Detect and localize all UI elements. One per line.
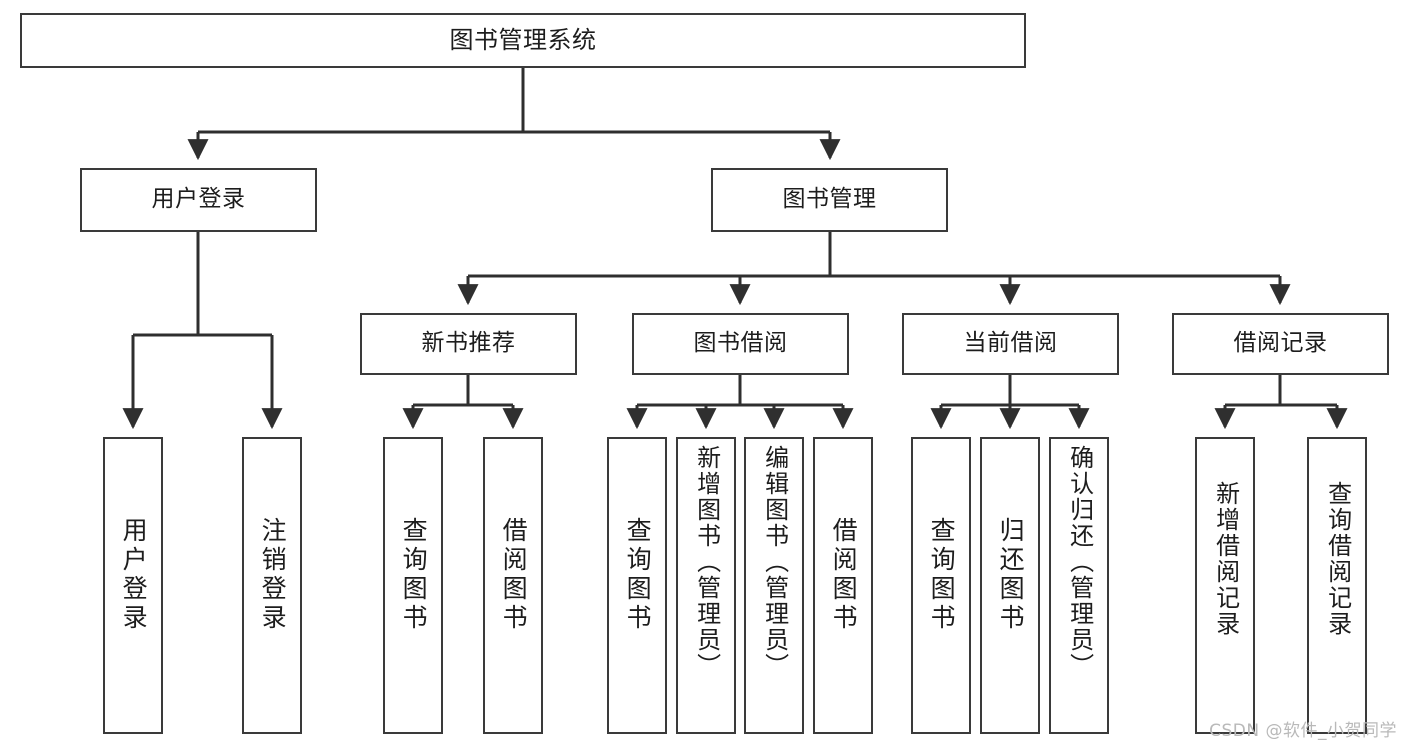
node-leaf-query-record[interactable]: 查询借阅记录 (1307, 437, 1367, 734)
node-leaf-add-book-admin[interactable]: 新增图书（管理员） (676, 437, 736, 734)
node-leaf-add-record[interactable]: 新增借阅记录 (1195, 437, 1255, 734)
node-borrow-record[interactable]: 借阅记录 (1172, 313, 1389, 375)
node-leaf-edit-book-admin[interactable]: 编辑图书（管理员） (744, 437, 804, 734)
node-leaf-confirm-return-admin[interactable]: 确认归还（管理员） (1049, 437, 1109, 734)
node-leaf-query-book-c[interactable]: 查询图书 (911, 437, 971, 734)
node-leaf-query-book-a[interactable]: 查询图书 (383, 437, 443, 734)
node-leaf-user-login-label: 用户登录 (119, 517, 149, 633)
node-book-manage-label: 图书管理 (782, 186, 877, 213)
node-leaf-query-book-b[interactable]: 查询图书 (607, 437, 667, 734)
node-leaf-logout[interactable]: 注销登录 (242, 437, 302, 734)
node-new-book-rec[interactable]: 新书推荐 (360, 313, 577, 375)
node-leaf-return-book[interactable]: 归还图书 (980, 437, 1040, 734)
watermark: CSDN @软件_小贺同学 (1209, 721, 1397, 741)
node-leaf-edit-book-admin-label: 编辑图书（管理员） (760, 445, 789, 679)
node-leaf-logout-label: 注销登录 (258, 517, 288, 633)
node-root-label: 图书管理系统 (449, 26, 597, 55)
node-leaf-return-book-label: 归还图书 (996, 517, 1026, 633)
node-leaf-borrow-book-a-label: 借阅图书 (499, 517, 529, 633)
node-leaf-query-record-label: 查询借阅记录 (1323, 481, 1352, 637)
node-book-manage[interactable]: 图书管理 (711, 168, 948, 232)
node-leaf-query-book-c-label: 查询图书 (927, 517, 957, 633)
node-leaf-query-book-b-label: 查询图书 (623, 517, 653, 633)
node-root[interactable]: 图书管理系统 (20, 13, 1026, 68)
node-leaf-user-login[interactable]: 用户登录 (103, 437, 163, 734)
node-leaf-query-book-a-label: 查询图书 (399, 517, 429, 633)
node-leaf-confirm-return-admin-label: 确认归还（管理员） (1065, 445, 1094, 679)
node-borrow-record-label: 借阅记录 (1233, 330, 1328, 357)
node-current-borrow-label: 当前借阅 (963, 330, 1058, 357)
node-leaf-add-book-admin-label: 新增图书（管理员） (692, 445, 721, 679)
node-new-book-rec-label: 新书推荐 (421, 330, 516, 357)
node-leaf-borrow-book-a[interactable]: 借阅图书 (483, 437, 543, 734)
node-user-login-label: 用户登录 (151, 186, 246, 213)
node-leaf-borrow-book-b-label: 借阅图书 (829, 517, 859, 633)
node-user-login[interactable]: 用户登录 (80, 168, 317, 232)
node-leaf-add-record-label: 新增借阅记录 (1211, 481, 1240, 637)
node-current-borrow[interactable]: 当前借阅 (902, 313, 1119, 375)
node-book-borrow-label: 图书借阅 (693, 330, 788, 357)
node-book-borrow[interactable]: 图书借阅 (632, 313, 849, 375)
node-leaf-borrow-book-b[interactable]: 借阅图书 (813, 437, 873, 734)
